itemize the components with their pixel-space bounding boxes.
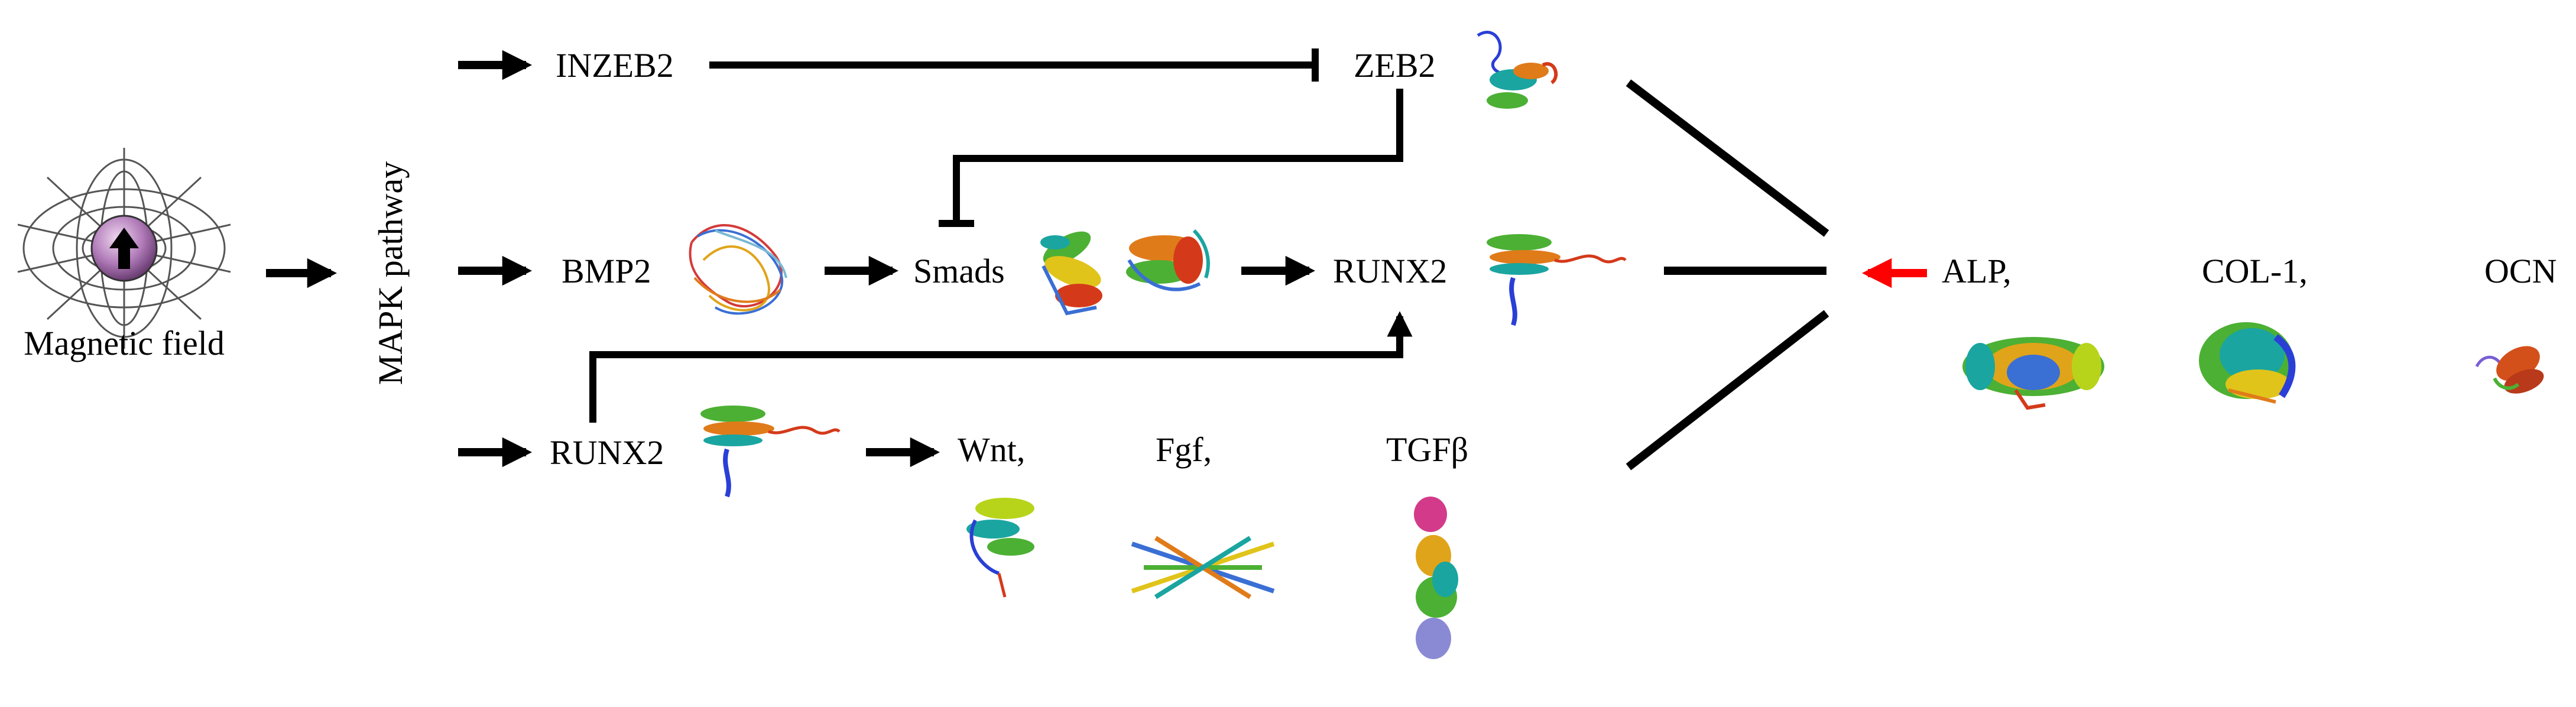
magnetic-field-label: Magnetic field (24, 324, 225, 362)
arrow-runx2-upregulation (589, 311, 1413, 423)
magnet-sphere-icon (17, 148, 231, 349)
zeb2-label: ZEB2 (1354, 46, 1436, 85)
ocn-label: OCN (2484, 252, 2556, 290)
protein-structure-icon (2199, 322, 2296, 404)
protein-structure-icon (966, 498, 1034, 598)
protein-structure-icon (1962, 337, 2104, 410)
inzeb2-label: INZEB2 (556, 46, 674, 85)
wnt-label: Wnt, (958, 430, 1025, 469)
fgf-label: Fgf, (1156, 430, 1212, 469)
mapk-pathway-label: MAPK pathway (371, 161, 410, 385)
converge-line-top (1626, 79, 1829, 237)
protein-structure-icon (1477, 31, 1558, 109)
converge-line-bottom (1626, 310, 1829, 471)
protein-structure-icon (1487, 234, 1627, 326)
inhibit-zeb2-smads (953, 89, 1403, 223)
protein-structure-icon (689, 224, 787, 315)
protein-structure-icon (1126, 229, 1210, 291)
runx2-mid-label: RUNX2 (1333, 252, 1447, 290)
smads-label: Smads (913, 252, 1005, 290)
bmp2-label: BMP2 (562, 252, 651, 290)
protein-structure-icon (1040, 231, 1102, 316)
protein-structure-icon (2475, 346, 2544, 394)
protein-structure-icon (1131, 536, 1275, 599)
runx2-low-label: RUNX2 (550, 433, 664, 472)
tgfb-label: TGFβ (1386, 430, 1468, 469)
protein-structure-icon (700, 406, 841, 498)
col1-label: COL-1, (2202, 252, 2308, 290)
protein-structure-icon (1414, 497, 1458, 659)
alp-label: ALP, (1942, 252, 2012, 290)
